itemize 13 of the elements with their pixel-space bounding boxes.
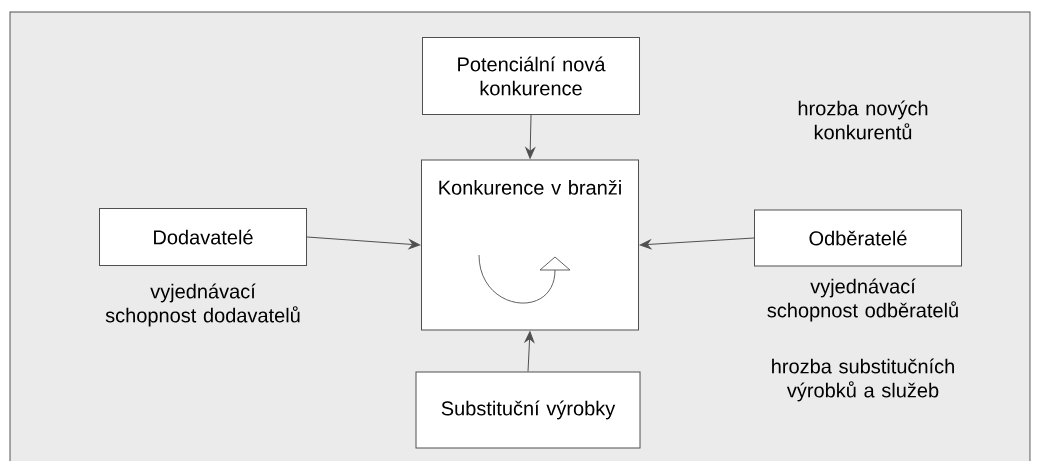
process-box: Odběratelé	[754, 209, 962, 267]
note-text: hrozba nových konkurentů	[798, 100, 928, 140]
caption-text: vyjednávací schopnost dodavatelů	[105, 283, 300, 327]
process-box: Dodavatelé	[99, 208, 307, 266]
caption-text: vyjednávací schopnost odběratelů	[767, 278, 958, 322]
process-box: Substituční výrobky	[415, 371, 641, 449]
arrow	[525, 114, 536, 159]
arrow	[639, 237, 755, 250]
arrow	[306, 236, 421, 250]
process-box: Konkurence v branži	[421, 159, 639, 331]
note-text: hrozba substitučních výrobků a služeb	[772, 358, 954, 402]
process-box: Potenciální nová konkurence	[422, 37, 640, 115]
arrow	[524, 331, 535, 372]
